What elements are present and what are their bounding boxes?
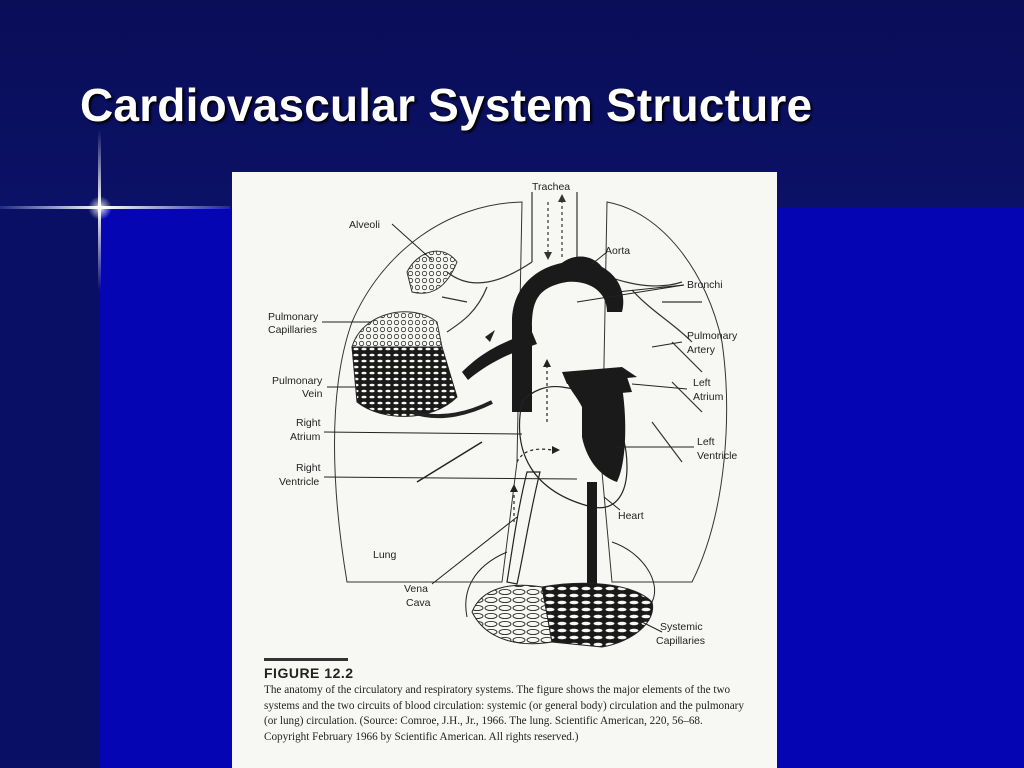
aorta-top	[557, 256, 602, 272]
label-pulmonary-vein-line2: Vein	[302, 388, 323, 400]
slide-title: Cardiovascular System Structure	[80, 79, 813, 131]
label-pulmonary-capillaries-line1: Pulmonary	[268, 311, 319, 323]
anatomy-figure: Trachea Alveoli Aorta Bronchi Pulmonary …	[232, 172, 777, 768]
caption-heading: FIGURE 12.2	[264, 665, 354, 681]
circulatory-diagram: Trachea Alveoli Aorta Bronchi Pulmonary …	[268, 181, 738, 648]
label-vena-cava-line1: Vena	[404, 583, 428, 595]
caption-rule	[264, 658, 348, 661]
alveoli-cluster	[406, 250, 458, 294]
slide-left-strip	[0, 208, 100, 768]
decorative-horizontal-line	[0, 206, 230, 209]
label-systemic-capillaries-line1: Systemic	[660, 621, 703, 633]
label-right-ventricle-line2: Ventricle	[279, 476, 319, 488]
label-pulmonary-capillaries-line2: Capillaries	[268, 324, 317, 336]
leader-lines	[322, 223, 694, 633]
pulmonary-vein	[411, 400, 493, 419]
label-bronchi: Bronchi	[687, 279, 723, 291]
label-left-ventricle-line2: Ventricle	[697, 450, 737, 462]
pulmonary-capillary-bed-lower	[351, 346, 458, 417]
aorta-arch	[512, 261, 624, 412]
label-trachea: Trachea	[532, 181, 570, 193]
label-right-atrium-line2: Atrium	[290, 431, 321, 443]
label-left-atrium-line1: Left	[693, 377, 711, 389]
figure-caption: FIGURE 12.2 The anatomy of the circulato…	[264, 658, 744, 745]
pulmonary-artery-left	[462, 332, 537, 380]
label-aorta: Aorta	[605, 245, 630, 257]
vena-cava	[506, 471, 541, 585]
pulmonary-artery-right	[562, 367, 637, 384]
heart-outline	[518, 385, 628, 509]
sparkle-icon	[88, 196, 112, 220]
systemic-capillary-bed-dark	[541, 582, 654, 648]
trachea-tube	[531, 192, 578, 262]
left-atrium-fill	[572, 377, 632, 397]
label-lung: Lung	[373, 549, 397, 561]
caption-body: The anatomy of the circulatory and respi…	[264, 684, 745, 743]
label-vena-cava-line2: Cava	[406, 597, 431, 609]
label-right-ventricle-line1: Right	[296, 462, 321, 474]
pulmonary-capillary-bed-upper	[351, 311, 443, 348]
label-systemic-capillaries-line2: Capillaries	[656, 635, 705, 647]
left-ventricle-fill	[567, 382, 626, 482]
label-pulmonary-vein-line1: Pulmonary	[272, 375, 323, 387]
label-left-atrium-line2: Atrium	[693, 391, 724, 403]
label-pulmonary-artery-line2: Artery	[687, 344, 716, 356]
label-alveoli: Alveoli	[349, 219, 380, 231]
label-right-atrium-line1: Right	[296, 417, 321, 429]
right-lung-outline	[601, 201, 728, 583]
label-left-ventricle-line1: Left	[697, 436, 715, 448]
left-lung-outline	[334, 201, 523, 583]
systemic-capillary-bed-light	[471, 584, 553, 645]
label-heart: Heart	[618, 510, 644, 522]
label-pulmonary-artery-line1: Pulmonary	[687, 330, 738, 342]
